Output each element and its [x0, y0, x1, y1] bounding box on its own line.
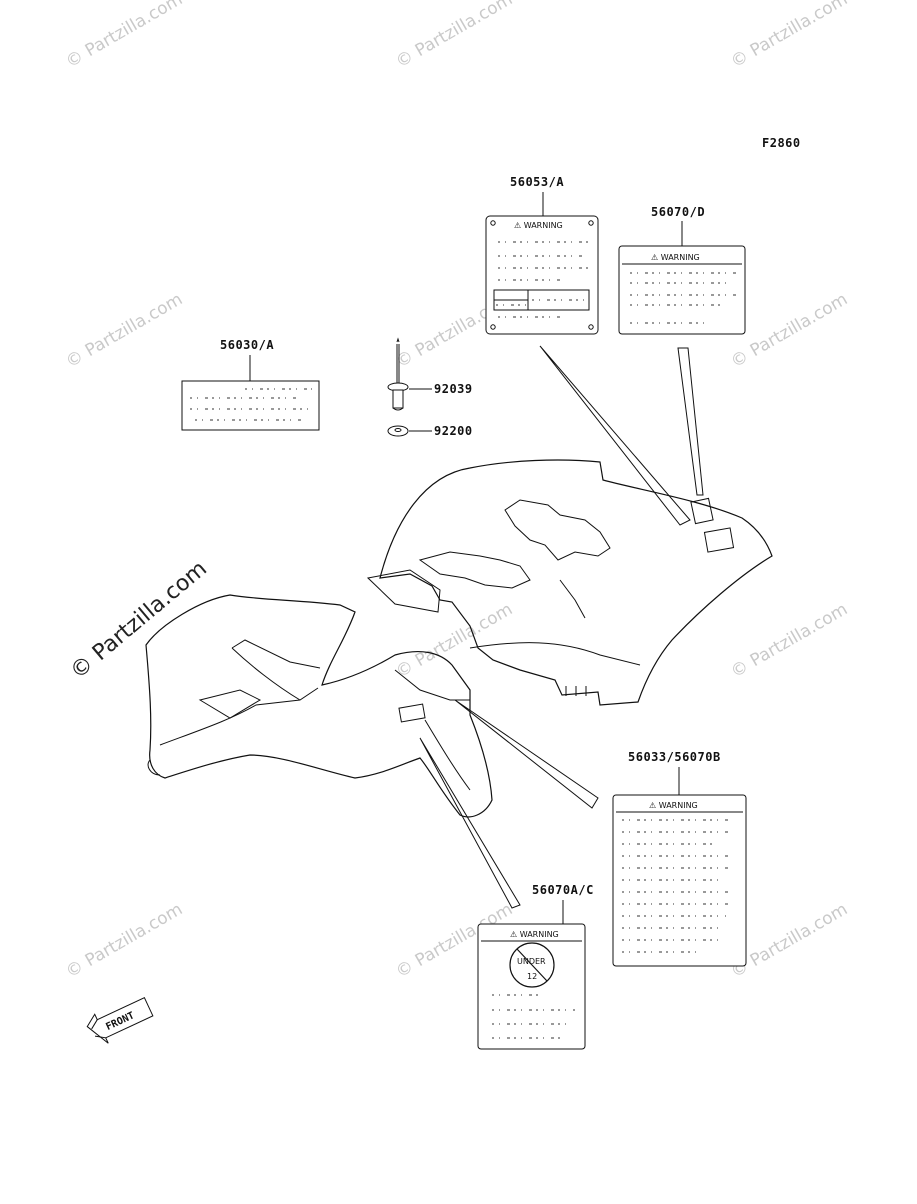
watermark-large: © Partzilla.com [66, 556, 212, 684]
rivet-92039: 92039 [387, 337, 473, 411]
warning-header: ⚠ WARNING [514, 221, 563, 230]
label-56070d: 56070/D ⚠ WARNING [618, 205, 746, 335]
warning-header: ⚠ WARNING [649, 801, 698, 810]
part-number-92200: 92200 [434, 424, 473, 438]
warning-header: ⚠ WARNING [651, 253, 700, 262]
watermark: © Partzilla.com [63, 289, 187, 372]
watermark: © Partzilla.com [728, 289, 852, 372]
watermark: © Partzilla.com [728, 599, 852, 682]
part-number-56033-56070b: 56033/56070B [628, 750, 721, 764]
label-56070ac: 56070A/C ⚠ WARNING UNDER 12 [477, 883, 594, 1050]
part-number-56070d: 56070/D [651, 205, 705, 219]
watermark: © Partzilla.com [393, 0, 517, 72]
washer-92200: 92200 [387, 424, 473, 438]
part-number-56070ac: 56070A/C [532, 883, 594, 897]
watermark: © Partzilla.com [393, 599, 517, 682]
warning-header: ⚠ WARNING [510, 930, 559, 939]
part-number-92039: 92039 [434, 382, 473, 396]
label-56030a: 56030/A [181, 338, 320, 431]
part-number-56030a: 56030/A [220, 338, 274, 352]
leader-wedges [398, 345, 735, 909]
under-age-word: UNDER [517, 957, 546, 966]
label-56033-56070b: 56033/56070B ⚠ WARNING [612, 750, 747, 967]
no-children-symbol [509, 942, 555, 988]
watermark: © Partzilla.com [728, 0, 852, 72]
figure-code: F2860 [762, 136, 801, 150]
part-number-56053a: 56053/A [510, 175, 564, 189]
front-arrow-icon: FRONT [86, 997, 154, 1044]
under-age-number: 12 [527, 972, 537, 981]
label-56053a: 56053/A ⚠ WARNING [485, 175, 599, 335]
watermark: © Partzilla.com [63, 0, 187, 72]
fender-outline [145, 459, 773, 818]
watermark: © Partzilla.com [63, 899, 187, 982]
